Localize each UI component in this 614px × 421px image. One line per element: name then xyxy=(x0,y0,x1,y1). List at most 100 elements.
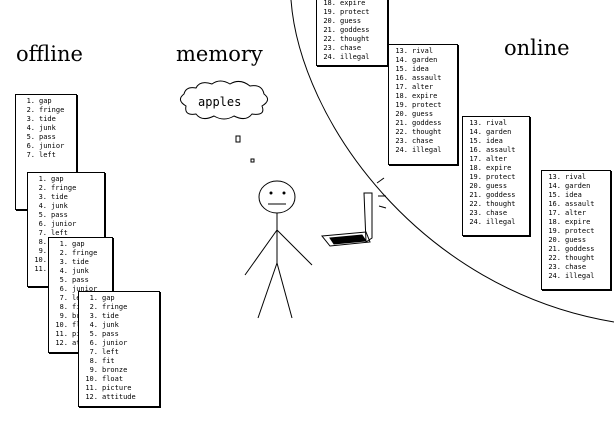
word-list-item: 16.assault xyxy=(467,146,526,155)
word-number: 3. xyxy=(38,193,47,201)
word-text: fringe xyxy=(51,184,77,192)
word-list-item: 1.gap xyxy=(32,175,101,184)
word-text: guess xyxy=(340,17,362,25)
word-text: rival xyxy=(412,47,434,55)
word-number: 5. xyxy=(26,133,35,141)
word-list-item: 4. junk xyxy=(83,321,156,330)
word-number: 9. xyxy=(38,247,47,255)
word-number: 13. xyxy=(469,119,482,127)
word-text: gap xyxy=(39,97,52,105)
word-number: 17. xyxy=(548,209,561,217)
word-list-item: 14. garden xyxy=(393,56,454,65)
word-text: thought xyxy=(340,35,370,43)
word-number: 16. xyxy=(548,200,561,208)
word-text: garden xyxy=(486,128,512,136)
word-text: gap xyxy=(72,240,85,248)
word-number: 1. xyxy=(59,240,68,248)
online-boundary-arc xyxy=(290,0,614,323)
word-list-item: 22.thought xyxy=(546,254,607,263)
word-text: protect xyxy=(412,101,442,109)
word-list-item: 17.alter xyxy=(393,83,454,92)
word-text: tide xyxy=(51,193,68,201)
word-number: 9. xyxy=(59,312,68,320)
word-text: junk xyxy=(51,202,68,210)
word-text: tide xyxy=(72,258,89,266)
word-list-item: 4.junk xyxy=(53,267,109,276)
word-list-item: 20. guess xyxy=(321,17,384,26)
word-number: 21. xyxy=(395,119,408,127)
word-list-item: 2. fringe xyxy=(83,303,156,312)
word-text: left xyxy=(51,229,68,237)
word-text: junior xyxy=(39,142,65,150)
thought-bubble xyxy=(180,80,268,163)
word-number: 2. xyxy=(89,303,98,311)
word-text: guess xyxy=(412,110,434,118)
word-number: 7. xyxy=(26,151,35,159)
word-number: 21. xyxy=(323,26,336,34)
word-text: protect xyxy=(565,227,595,235)
word-number: 18. xyxy=(395,92,408,100)
word-text: pass xyxy=(51,211,68,219)
word-number: 9. xyxy=(89,366,98,374)
word-text: pass xyxy=(72,276,89,284)
word-text: thought xyxy=(412,128,442,136)
word-number: 10. xyxy=(85,375,98,383)
word-text: chase xyxy=(486,209,508,217)
word-text: thought xyxy=(486,200,516,208)
word-list-item: 13.rival xyxy=(467,119,526,128)
word-list-item: 6.junior xyxy=(53,285,109,294)
word-number: 23. xyxy=(469,209,482,217)
word-number: 13. xyxy=(395,47,408,55)
word-list-item: 2.fringe xyxy=(20,106,73,115)
word-text: garden xyxy=(412,56,438,64)
word-text: tide xyxy=(39,115,56,123)
word-list-item: 17.alter xyxy=(546,209,607,218)
word-text: protect xyxy=(486,173,516,181)
word-number: 18. xyxy=(469,164,482,172)
word-text: illegal xyxy=(486,218,516,226)
word-list-item: 1.gap xyxy=(20,97,73,106)
word-number: 5. xyxy=(89,330,98,338)
word-text: protect xyxy=(340,8,370,16)
word-text: illegal xyxy=(565,272,595,280)
word-list-item: 19.protect xyxy=(393,101,454,110)
word-list-item: 6.junior xyxy=(83,339,156,348)
word-text: gap xyxy=(102,294,115,302)
word-text: fringe xyxy=(102,303,128,311)
word-list-item: 13. rival xyxy=(393,47,454,56)
word-list-item: 18.expire xyxy=(467,164,526,173)
word-list-item: 20.guess xyxy=(546,236,607,245)
word-number: 20. xyxy=(323,17,336,25)
word-number: 15. xyxy=(395,65,408,73)
word-list-item: 15.idea xyxy=(467,137,526,146)
word-number: 17. xyxy=(469,155,482,163)
word-number: 2. xyxy=(26,106,35,114)
word-number: 11. xyxy=(55,330,68,338)
word-text: illegal xyxy=(340,53,370,61)
word-list-item: 19.protect xyxy=(546,227,607,236)
word-list-item: 24.illegal xyxy=(393,146,454,155)
word-number: 10. xyxy=(55,321,68,329)
word-text: junior xyxy=(51,220,77,228)
word-text: guess xyxy=(486,182,508,190)
word-number: 4. xyxy=(89,321,98,329)
word-list-item: 3.tide xyxy=(53,258,109,267)
word-number: 21. xyxy=(548,245,561,253)
word-list-item: 5.pass xyxy=(53,276,109,285)
word-text: expire xyxy=(412,92,438,100)
word-number: 12. xyxy=(85,393,98,401)
word-number: 4. xyxy=(26,124,35,132)
word-text: junk xyxy=(39,124,56,132)
word-number: 16. xyxy=(395,74,408,82)
word-list-item: 9.bronze xyxy=(83,366,156,375)
word-list-item: 18.expire xyxy=(321,0,384,8)
word-text: junk xyxy=(72,267,89,275)
word-list-item: 1. gap xyxy=(53,240,109,249)
word-list-item: 3.tide xyxy=(83,312,156,321)
word-number: 3. xyxy=(89,312,98,320)
word-text: chase xyxy=(412,137,434,145)
word-text: junk xyxy=(102,321,119,329)
word-number: 14. xyxy=(395,56,408,64)
